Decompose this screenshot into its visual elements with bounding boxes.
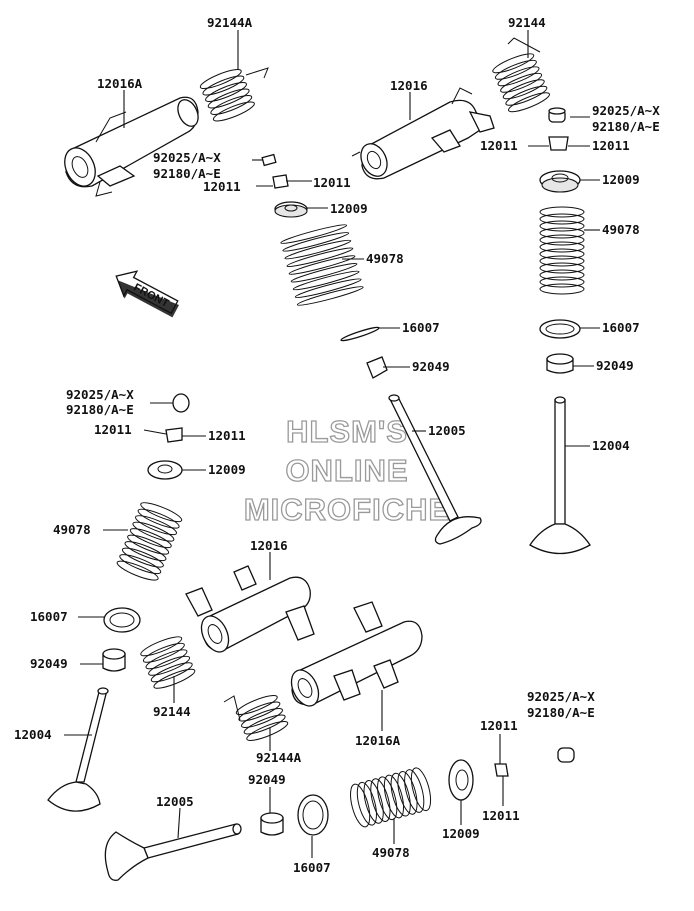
label-12009-right: 12009 — [602, 172, 640, 187]
label-92025-right: 92025/A~X — [592, 103, 660, 118]
label-12011-mid-left: 12011 — [203, 179, 241, 194]
seal-92049-right — [546, 353, 574, 374]
valve-12004-left — [47, 687, 109, 812]
label-92144-bot: 92144 — [153, 704, 191, 719]
rocker-arm-12016a-top — [64, 96, 199, 197]
shim-16007-left — [103, 607, 141, 633]
label-12016a-top: 12016A — [97, 76, 143, 91]
rocker-arm-12016a-bot — [290, 601, 423, 707]
label-12011-left-left: 12011 — [94, 422, 132, 437]
label-92025-mid: 92025/A~X — [153, 150, 221, 165]
label-12011-mid-right: 12011 — [313, 175, 351, 190]
label-12009-left: 12009 — [208, 462, 246, 477]
label-12011-bot-top: 12011 — [480, 718, 518, 733]
valve-12005-mid — [388, 394, 482, 545]
shim-16007-mid — [340, 326, 380, 342]
spring-92144a-bot — [223, 695, 289, 741]
label-16007-left: 16007 — [30, 609, 68, 624]
label-12011-left-right: 12011 — [208, 428, 246, 443]
seal-92049-left — [102, 648, 126, 672]
label-12011-right-right: 12011 — [592, 138, 630, 153]
shim-16007-right — [539, 319, 581, 339]
label-49078-mid: 49078 — [366, 251, 404, 266]
label-12004-right: 12004 — [592, 438, 630, 453]
retainer-12009-left — [147, 460, 183, 480]
collet-12011-right — [548, 136, 569, 151]
label-12011-right-left: 12011 — [480, 138, 518, 153]
rocker-arm-12016-top — [351, 87, 495, 180]
label-92144a-top: 92144A — [207, 15, 253, 30]
watermark-line-2: ONLINE — [285, 453, 408, 488]
valve-spring-49078-left — [116, 502, 183, 581]
label-12016a-bot: 12016A — [355, 733, 401, 748]
watermark-line-3: MICROFICHE — [244, 492, 450, 527]
label-92180-left: 92180/A~E — [66, 402, 134, 417]
cotter-92025-bot — [557, 747, 575, 763]
collet-12011-bot — [494, 763, 509, 777]
label-49078-left: 49078 — [53, 522, 91, 537]
collet-12011-mid — [272, 174, 289, 189]
label-12016-bot: 12016 — [250, 538, 288, 553]
label-92144a-bot: 92144A — [256, 750, 302, 765]
label-92049-mid: 92049 — [412, 359, 450, 374]
label-12009-bot: 12009 — [442, 826, 480, 841]
label-49078-right: 49078 — [602, 222, 640, 237]
cotter-92025-left — [172, 393, 190, 413]
leader-lines — [64, 30, 600, 858]
valve-spring-49078-right — [539, 206, 585, 295]
valve-12005-bot — [104, 823, 242, 881]
seal-92049-mid — [366, 356, 388, 379]
seal-92049-bot — [260, 812, 284, 836]
front-arrow-icon: FRONT — [115, 270, 180, 318]
valve-12004-right — [529, 396, 591, 555]
label-16007-bot: 16007 — [293, 860, 331, 875]
spring-92144a-top — [199, 67, 269, 122]
retainer-12009-mid — [274, 201, 308, 218]
cotter-92025-mid — [261, 153, 277, 167]
label-12004-left: 12004 — [14, 727, 52, 742]
retainer-12009-bot — [448, 759, 474, 801]
spring-92144-bot — [140, 636, 196, 689]
label-16007-mid: 16007 — [402, 320, 440, 335]
label-12005-mid: 12005 — [428, 423, 466, 438]
spring-92144-top — [492, 37, 550, 113]
valve-spring-49078-mid — [280, 224, 364, 306]
cotter-92025-right — [548, 107, 566, 123]
label-12005-bot: 12005 — [156, 794, 194, 809]
label-12016-top: 12016 — [390, 78, 428, 93]
label-92049-right: 92049 — [596, 358, 634, 373]
label-92049-left: 92049 — [30, 656, 68, 671]
label-92144-top: 92144 — [508, 15, 546, 30]
collet-12011-left — [165, 427, 183, 443]
watermark: HLSM'S ONLINE MICROFICHE — [243, 413, 450, 527]
label-12009-mid: 12009 — [330, 201, 368, 216]
retainer-12009-right — [539, 170, 581, 193]
label-92025-bot: 92025/A~X — [527, 689, 595, 704]
valve-spring-49078-bot — [350, 767, 432, 828]
label-92049-bot: 92049 — [248, 772, 286, 787]
label-49078-bot: 49078 — [372, 845, 410, 860]
label-92180-bot: 92180/A~E — [527, 705, 595, 720]
part-labels: 92144A 12016A 92025/A~X 92180/A~E 12011 … — [14, 15, 660, 875]
watermark-line-1: HLSM'S — [286, 414, 408, 449]
label-12011-bot-bottom: 12011 — [482, 808, 520, 823]
label-16007-right: 16007 — [602, 320, 640, 335]
label-92180-right: 92180/A~E — [592, 119, 660, 134]
label-92180-mid: 92180/A~E — [153, 166, 221, 181]
label-92025-left: 92025/A~X — [66, 387, 134, 402]
rocker-arm-12016-bot — [185, 565, 315, 653]
